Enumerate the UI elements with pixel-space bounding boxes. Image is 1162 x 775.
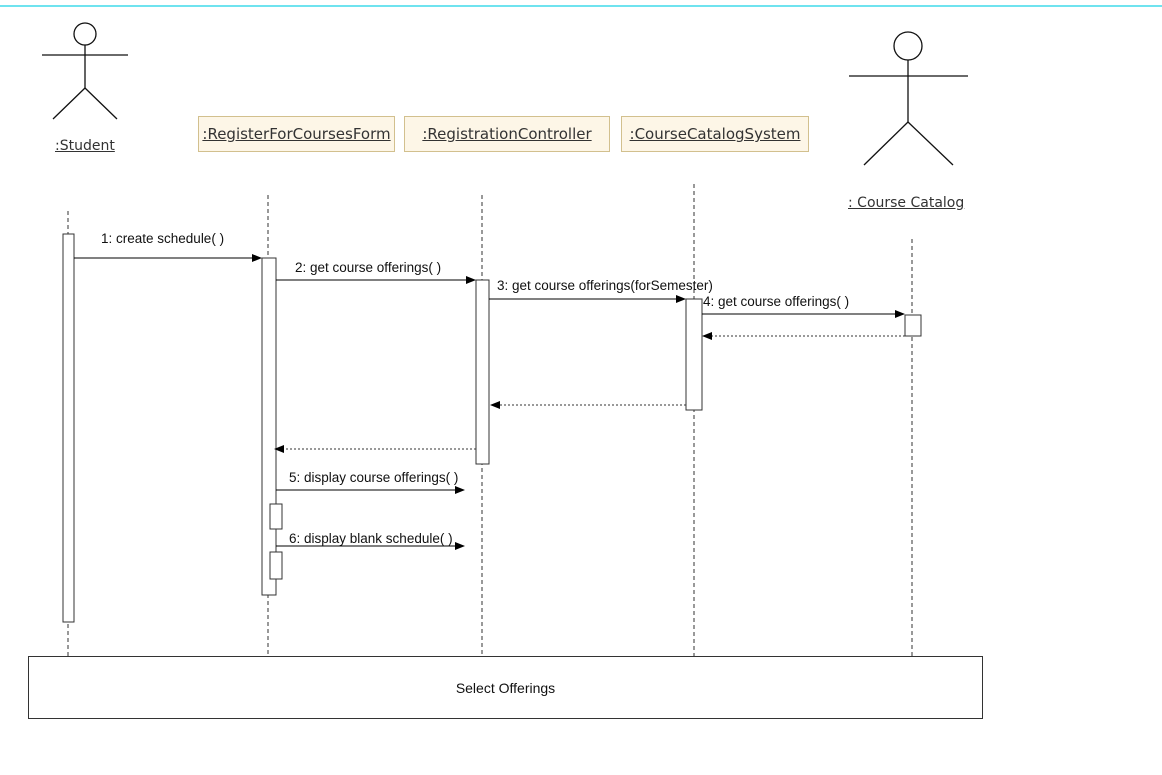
student-label: :Student — [55, 138, 115, 154]
message-3-label: 3: get course offerings(forSemester) — [497, 278, 713, 293]
form-self-activation-6 — [269, 551, 283, 580]
form-self-activation-5 — [269, 503, 283, 530]
controller-activation — [475, 279, 490, 465]
registration-controller-box: :RegistrationController — [404, 116, 610, 152]
student-activation — [62, 233, 75, 623]
message-2-label: 2: get course offerings( ) — [295, 260, 442, 275]
message-6-label: 6: display blank schedule( ) — [289, 531, 453, 546]
course-catalog-actor-figure — [849, 31, 968, 166]
register-form-box: :RegisterForCoursesForm — [198, 116, 395, 152]
message-4-label: 4: get course offerings( ) — [703, 294, 850, 309]
select-offerings-frame: Select Offerings — [28, 656, 983, 719]
message-5-label: 5: display course offerings( ) — [289, 470, 459, 485]
course-catalog-label: : Course Catalog — [848, 195, 965, 211]
top-border-line — [0, 5, 1162, 7]
message-1-label: 1: create schedule( ) — [101, 231, 225, 246]
course-catalog-activation — [904, 314, 922, 337]
student-actor-figure — [42, 22, 128, 120]
frame-label: Select Offerings — [455, 679, 556, 696]
course-catalog-system-box: :CourseCatalogSystem — [621, 116, 809, 152]
form-activation — [261, 257, 277, 596]
catalog-system-activation — [685, 298, 703, 411]
